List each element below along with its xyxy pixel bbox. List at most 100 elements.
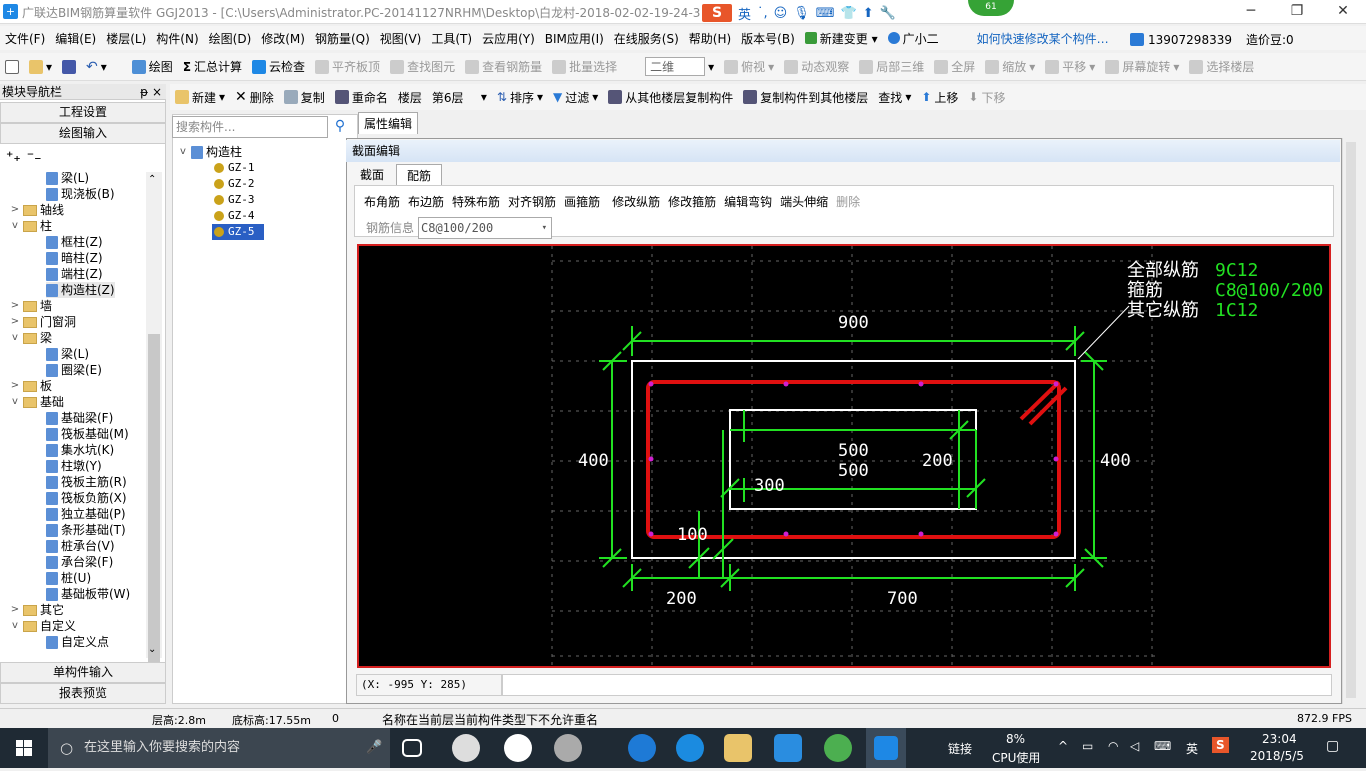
tree-item[interactable]: 独立基础(P) bbox=[46, 506, 126, 522]
tab-section[interactable]: 截面 bbox=[360, 168, 385, 182]
edit-hook-button[interactable]: 编辑弯钩 bbox=[724, 194, 773, 209]
ime-lang[interactable]: 英 bbox=[738, 7, 752, 23]
collapse-icon[interactable]: v bbox=[180, 146, 186, 157]
component-item-gz1[interactable]: GZ-1 bbox=[212, 160, 264, 176]
wrench-icon[interactable]: 🔧 bbox=[879, 5, 896, 21]
ie-icon[interactable] bbox=[676, 734, 704, 762]
component-item-gz5-selected[interactable]: GZ-5 bbox=[212, 224, 264, 240]
minimize-button[interactable]: ─ bbox=[1246, 3, 1256, 19]
tree-item[interactable]: 桩(U) bbox=[46, 570, 91, 586]
scroll-down-icon[interactable]: ⌄ bbox=[148, 644, 157, 655]
tree-item[interactable]: 基础梁(F) bbox=[46, 410, 113, 426]
batch-select-button[interactable]: 批量选择 bbox=[547, 58, 622, 75]
project-settings-button[interactable]: 工程设置 bbox=[0, 102, 166, 123]
new-file-button[interactable] bbox=[0, 59, 24, 74]
expand-icon[interactable]: > bbox=[10, 204, 20, 215]
expand-icon[interactable]: > bbox=[10, 316, 20, 327]
filter-button[interactable]: ▼过滤▾ bbox=[552, 90, 599, 105]
cloud-check-button[interactable]: 云检查 bbox=[247, 58, 310, 75]
tree-item[interactable]: 筏板主筋(R) bbox=[46, 474, 127, 490]
tree-item[interactable]: 桩承台(V) bbox=[46, 538, 115, 554]
component-search-input[interactable]: 搜索构件... bbox=[172, 116, 328, 138]
ggj-taskbar-button[interactable] bbox=[866, 728, 906, 768]
tree-item[interactable]: 暗柱(Z) bbox=[46, 250, 103, 266]
rebar-info-select[interactable]: C8@100/200▾ bbox=[418, 217, 552, 239]
menu-version[interactable]: 版本号(B) bbox=[741, 31, 795, 46]
close-button[interactable]: ✕ bbox=[1337, 3, 1349, 19]
task-view-icon[interactable] bbox=[402, 739, 422, 757]
rotate-screen-button[interactable]: 屏幕旋转▾ bbox=[1100, 58, 1184, 75]
emoji-icon[interactable]: ☺ bbox=[773, 5, 788, 21]
wifi-icon[interactable]: ◠ bbox=[1108, 739, 1119, 753]
component-item-gz4[interactable]: GZ-4 bbox=[212, 208, 264, 224]
ie-legacy-icon[interactable] bbox=[504, 734, 532, 762]
section-drawing[interactable]: 900 400 400 500 500 200 300 100 200 700 … bbox=[359, 246, 1329, 666]
expand-icon[interactable]: > bbox=[10, 604, 20, 615]
tree-item[interactable]: 框柱(Z) bbox=[46, 234, 103, 250]
tree-item[interactable]: 现浇板(B) bbox=[46, 186, 115, 202]
tree-item[interactable]: 集水坑(K) bbox=[46, 442, 114, 458]
menu-new-change[interactable]: 新建变更 ▾ bbox=[800, 30, 883, 47]
collapse-icon[interactable]: v bbox=[12, 220, 18, 231]
copy-from-floor-button[interactable]: 从其他楼层复制构件 bbox=[603, 89, 738, 106]
tree-folder[interactable]: >轴线 bbox=[10, 202, 64, 218]
draw-button[interactable]: 绘图 bbox=[112, 58, 178, 75]
score-badge[interactable]: 61 bbox=[968, 0, 1014, 16]
draw-stirrup-button[interactable]: 画箍筋 bbox=[564, 194, 601, 209]
clock-date[interactable]: 2018/5/5 bbox=[1250, 749, 1304, 763]
tree-item[interactable]: 梁(L) bbox=[46, 172, 89, 186]
tree-item[interactable]: 自定义点 bbox=[46, 634, 109, 650]
top-view-button[interactable]: 俯视▾ bbox=[719, 58, 779, 75]
scroll-up-icon[interactable]: ⌃ bbox=[148, 174, 157, 185]
expand-icon[interactable]: > bbox=[10, 300, 20, 311]
align-rebar-button[interactable]: 对齐钢筋 bbox=[508, 194, 557, 209]
ime-punct-icon[interactable]: ˙, bbox=[757, 5, 768, 21]
menu-component[interactable]: 构件(N) bbox=[156, 31, 199, 46]
sort-button[interactable]: ⇅排序▾ bbox=[496, 90, 543, 105]
menu-edit[interactable]: 编辑(E) bbox=[55, 31, 97, 46]
windows-start-button[interactable] bbox=[0, 728, 48, 768]
component-item-gz3[interactable]: GZ-3 bbox=[212, 192, 264, 208]
end-extend-button[interactable]: 端头伸缩 bbox=[780, 194, 829, 209]
menu-bim[interactable]: BIM应用(I) bbox=[544, 31, 604, 46]
upload-icon[interactable]: ⬆ bbox=[862, 5, 874, 21]
collapse-all-icon[interactable]: ⁻₋ bbox=[26, 149, 42, 165]
menu-assistant[interactable]: 广小二 bbox=[883, 30, 944, 47]
ime-toolbar[interactable]: S 英 ˙, ☺ 🎙 ⌨ 👕 ⬆ 🔧 bbox=[700, 3, 910, 23]
menu-help[interactable]: 帮助(H) bbox=[688, 31, 732, 46]
move-up-button[interactable]: ⬆上移 bbox=[916, 89, 963, 106]
floor-select[interactable]: 第6层▾ bbox=[431, 90, 487, 105]
save-button[interactable] bbox=[57, 59, 81, 74]
collapse-icon[interactable]: v bbox=[12, 332, 18, 343]
delete-button[interactable]: ✕删除 bbox=[230, 89, 279, 106]
menu-modify[interactable]: 修改(M) bbox=[261, 31, 305, 46]
menu-cloud[interactable]: 云应用(Y) bbox=[482, 31, 535, 46]
tree-item[interactable]: 构造柱(Z) bbox=[46, 282, 115, 298]
glodon-app-icon[interactable] bbox=[774, 734, 802, 762]
rename-button[interactable]: 重命名 bbox=[330, 89, 393, 106]
mic-icon[interactable]: 🎤 bbox=[366, 740, 383, 755]
tab-property-edit[interactable]: 属性编辑 bbox=[358, 112, 418, 134]
view-mode-select[interactable]: 二维▾ bbox=[640, 57, 719, 76]
menu-tools[interactable]: 工具(T) bbox=[431, 31, 473, 46]
view-rebar-qty-button[interactable]: 查看钢筋量 bbox=[460, 58, 547, 75]
modify-stirrup-button[interactable]: 修改箍筋 bbox=[668, 194, 717, 209]
green-app-icon[interactable] bbox=[824, 734, 852, 762]
tree-folder[interactable]: >墙 bbox=[10, 298, 52, 314]
clock-time[interactable]: 23:04 bbox=[1262, 732, 1297, 746]
collapse-icon[interactable]: v bbox=[12, 620, 18, 631]
collapse-icon[interactable]: v bbox=[12, 396, 18, 407]
tree-item[interactable]: 基础板带(W) bbox=[46, 586, 130, 602]
report-preview-button[interactable]: 报表预览 bbox=[0, 683, 166, 704]
expand-icon[interactable]: > bbox=[10, 380, 20, 391]
tree-folder[interactable]: >板 bbox=[10, 378, 52, 394]
find-element-button[interactable]: 查找图元 bbox=[385, 58, 460, 75]
move-down-button[interactable]: ⬇下移 bbox=[963, 89, 1010, 106]
align-slab-top-button[interactable]: 平齐板顶 bbox=[310, 58, 385, 75]
zoom-button[interactable]: 缩放▾ bbox=[980, 58, 1040, 75]
modify-long-rebar-button[interactable]: 修改纵筋 bbox=[612, 194, 661, 209]
open-file-button[interactable]: ▾ bbox=[24, 59, 57, 74]
